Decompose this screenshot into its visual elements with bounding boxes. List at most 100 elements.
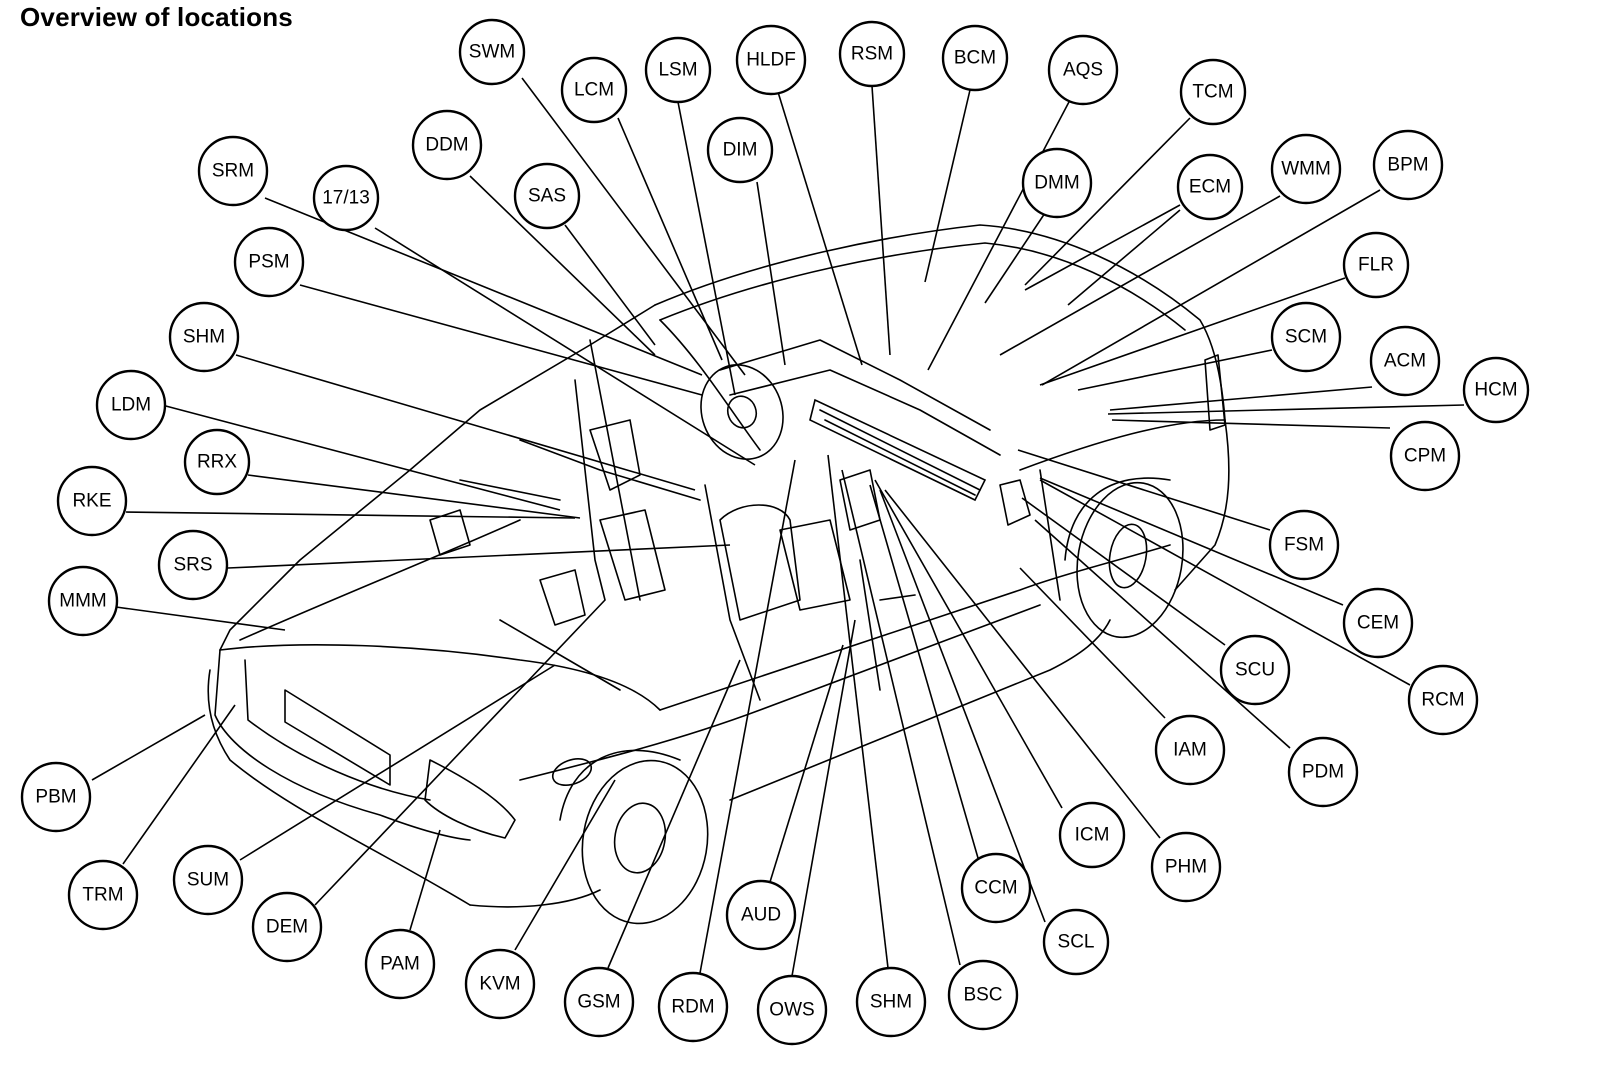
- module-label-text: SRM: [212, 161, 254, 182]
- module-label-text: LSM: [658, 60, 697, 81]
- module-label-scm: SCM: [1270, 301, 1342, 373]
- module-label-rcm: RCM: [1407, 664, 1479, 736]
- module-bubble-tcm: [1179, 58, 1247, 126]
- module-label-text: SCL: [1058, 932, 1095, 953]
- leader-line-hcm: [1107, 404, 1465, 415]
- module-label-text: TCM: [1192, 82, 1233, 103]
- module-bubble-dim: [706, 116, 774, 184]
- module-bubble-rke: [56, 465, 128, 537]
- module-label-shm: SHM: [168, 301, 240, 373]
- module-label-text: DIM: [723, 140, 758, 161]
- module-label-gsm: GSM: [563, 966, 635, 1038]
- module-label-pbm: PBM: [20, 761, 92, 833]
- leader-line-cem: [1039, 477, 1344, 606]
- module-label-text: DDM: [425, 135, 468, 156]
- leader-line-ecm: [1024, 204, 1181, 291]
- module-label-aud: AUD: [725, 879, 797, 951]
- module-label-mmm: MMM: [47, 565, 119, 637]
- module-label-flr: FLR: [1342, 231, 1410, 299]
- module-label-trm: TRM: [67, 859, 139, 931]
- module-bubble-scl: [1042, 908, 1110, 976]
- module-label-iam: IAM: [1154, 714, 1226, 786]
- module-label-text: HLDF: [746, 50, 796, 71]
- module-label-text: SAS: [528, 186, 566, 207]
- leader-line-shm: [235, 354, 696, 491]
- module-label-wmm: WMM: [1270, 133, 1342, 205]
- leader-line-sas: [564, 224, 656, 346]
- leader-line-rdm: [699, 459, 796, 974]
- leader-line-acm: [1109, 386, 1373, 411]
- module-bubble-kvm: [464, 948, 536, 1020]
- module-bubble-ecm: [1176, 153, 1244, 221]
- module-label-ecm: ECM: [1176, 153, 1244, 221]
- module-bubble-flr: [1342, 231, 1410, 299]
- module-label-lsm: LSM: [644, 36, 712, 104]
- module-label-text: IAM: [1173, 740, 1207, 761]
- leader-line-ddm: [469, 175, 656, 356]
- module-label-text: ACM: [1384, 351, 1426, 372]
- module-bubble-lsm: [644, 36, 712, 104]
- module-bubble-shm: [855, 966, 927, 1038]
- module-label-text: SRS: [173, 555, 212, 576]
- module-label-pdm: PDM: [1287, 736, 1359, 808]
- module-label-ldm: LDM: [95, 369, 167, 441]
- module-label-text: LCM: [574, 80, 614, 101]
- module-bubble-swm: [458, 18, 526, 86]
- leader-line-shm: [827, 454, 889, 969]
- module-bubble-hcm: [1462, 356, 1530, 424]
- module-label-text: BSC: [963, 985, 1002, 1006]
- module-bubble-hldf: [735, 24, 807, 96]
- leader-line-psm: [299, 284, 703, 396]
- module-bubble-ccm: [960, 852, 1032, 924]
- module-label-text: SHM: [183, 327, 225, 348]
- module-label-lcm: LCM: [560, 56, 628, 124]
- leader-line-wmm: [999, 195, 1281, 356]
- module-bubble-wmm: [1270, 133, 1342, 205]
- leader-line-lsm: [677, 101, 736, 396]
- module-label-dem: DEM: [251, 891, 323, 963]
- module-label-ows: OWS: [756, 974, 828, 1046]
- leader-line-hldf: [777, 91, 863, 366]
- module-bubble-gsm: [563, 966, 635, 1038]
- module-label-acm: ACM: [1369, 325, 1441, 397]
- module-label-scu: SCU: [1219, 634, 1291, 706]
- module-label-fsm: FSM: [1268, 509, 1340, 581]
- module-label-scl: SCL: [1042, 908, 1110, 976]
- leader-line-bpm: [1041, 189, 1381, 386]
- module-label-text: SUM: [187, 870, 229, 891]
- module-label-text: PAM: [380, 954, 420, 975]
- module-label-17-13: 17/13: [312, 164, 380, 232]
- module-bubble-acm: [1369, 325, 1441, 397]
- module-label-text: PSM: [248, 252, 289, 273]
- module-bubble-pam: [364, 928, 436, 1000]
- leader-line-17-13: [374, 227, 756, 466]
- module-label-text: PDM: [1302, 762, 1344, 783]
- leader-line-scl: [879, 489, 1046, 923]
- module-bubble-ldm: [95, 369, 167, 441]
- leader-line-sum: [239, 664, 556, 861]
- module-label-rke: RKE: [56, 465, 128, 537]
- module-bubble-srm: [197, 135, 269, 207]
- leader-line-rke: [125, 511, 576, 519]
- module-bubble-lcm: [560, 56, 628, 124]
- leader-line-rrx: [247, 474, 581, 519]
- module-label-text: RCM: [1421, 690, 1464, 711]
- leader-line-flr: [1039, 277, 1346, 386]
- leader-line-rcm: [1039, 479, 1411, 686]
- module-label-text: BPM: [1387, 155, 1428, 176]
- leader-line-srs: [227, 544, 731, 569]
- module-bubble-rrx: [183, 428, 251, 496]
- leader-line-kvm: [514, 779, 616, 951]
- module-label-text: OWS: [769, 1000, 814, 1021]
- leader-line-aud: [769, 644, 844, 883]
- module-label-phm: PHM: [1150, 831, 1222, 903]
- module-label-text: CCM: [974, 878, 1017, 899]
- module-label-text: DMM: [1034, 173, 1079, 194]
- module-bubble-fsm: [1268, 509, 1340, 581]
- module-label-icm: ICM: [1058, 801, 1126, 869]
- leader-line-pam: [409, 829, 441, 931]
- module-bubble-cem: [1342, 587, 1414, 659]
- module-bubble-mmm: [47, 565, 119, 637]
- module-label-text: HCM: [1474, 380, 1517, 401]
